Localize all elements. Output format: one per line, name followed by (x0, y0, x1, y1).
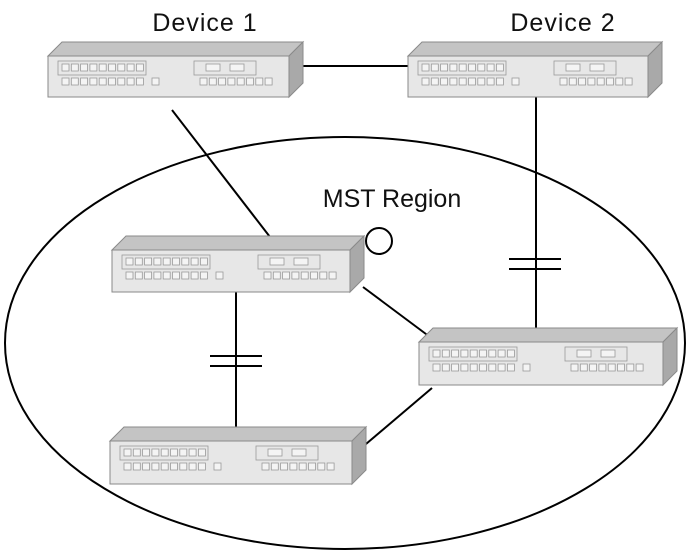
switch-device-2 (406, 40, 664, 99)
link-switch-b-switch-c (365, 387, 433, 445)
switch-region-switch-b (108, 425, 368, 486)
blocked-marker-device2-switch-c (509, 258, 561, 270)
port-panel (417, 60, 633, 86)
device1-label: Device 1 (152, 9, 257, 37)
blocked-marker-switch-a-switch-b (210, 355, 262, 367)
device2-label: Device 2 (510, 9, 615, 37)
switch-region-switch-c (417, 326, 679, 387)
link-device1-switch-a (171, 109, 271, 238)
root-port-circle-icon (365, 227, 393, 255)
switch-device-1 (46, 40, 305, 99)
port-panel (121, 254, 337, 280)
port-panel (57, 60, 273, 86)
mst-region-label: MST Region (323, 185, 462, 213)
switch-region-switch-a (110, 234, 366, 294)
mst-region-boundary (4, 136, 686, 550)
link-switch-a-switch-c (362, 286, 435, 341)
port-panel (428, 346, 644, 372)
port-panel (119, 445, 335, 471)
links (171, 65, 537, 445)
